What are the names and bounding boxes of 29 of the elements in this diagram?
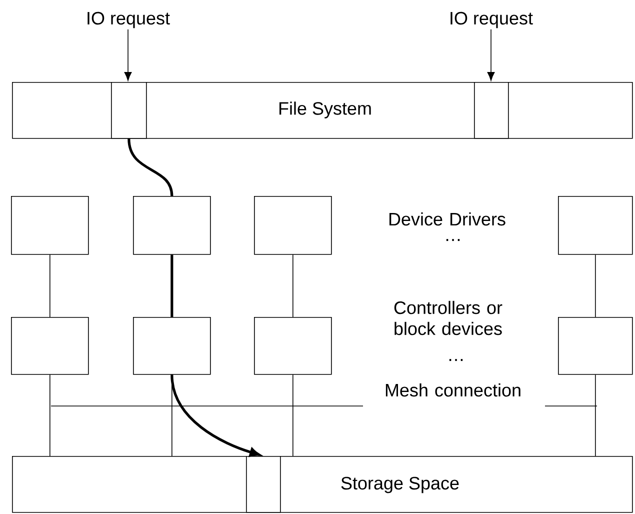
connector-line xyxy=(595,374,596,456)
connector-line xyxy=(128,138,174,196)
flow-arrow xyxy=(124,28,132,81)
block-box xyxy=(133,317,211,375)
band xyxy=(12,456,633,513)
slot-box xyxy=(111,82,147,139)
flow-arrow xyxy=(487,28,495,81)
request-label: IO request xyxy=(450,12,533,28)
connector-line xyxy=(170,254,174,317)
connector-line xyxy=(595,254,596,318)
request-label: IO request xyxy=(88,12,170,28)
block-box xyxy=(11,196,89,255)
slot-box xyxy=(246,456,281,513)
block-box xyxy=(254,196,332,255)
layer-label: Mesh connection xyxy=(386,383,520,397)
block-box xyxy=(558,196,633,255)
band-label: File System xyxy=(279,102,371,118)
block-box xyxy=(558,317,633,375)
connector-line xyxy=(292,374,294,456)
layer-label: Controllers or block devices xyxy=(394,300,502,336)
block-box xyxy=(11,317,89,375)
layer-label: … xyxy=(449,359,463,361)
connector-line xyxy=(292,254,294,318)
layer-label: Device Drivers xyxy=(389,212,506,226)
band-label: Storage Space xyxy=(341,476,459,494)
layer-label: … xyxy=(446,239,460,241)
block-box xyxy=(133,196,211,255)
block-box xyxy=(254,317,332,375)
slot-box xyxy=(474,82,509,139)
